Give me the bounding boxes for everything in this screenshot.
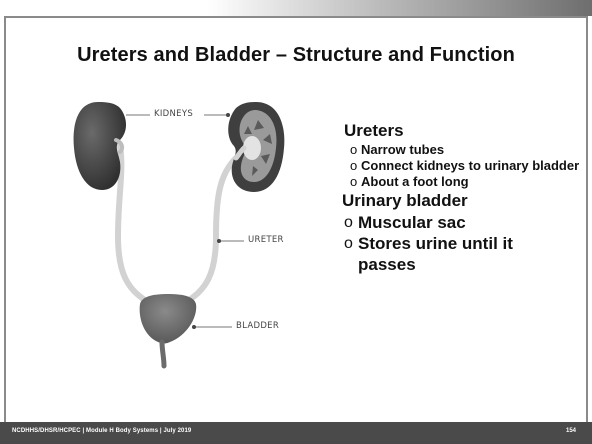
slide-title: Ureters and Bladder – Structure and Func… — [0, 44, 592, 67]
bladder-label: BLADDER — [236, 321, 279, 331]
bullet-marker: o — [350, 142, 357, 158]
top-divider — [4, 16, 588, 18]
urinary-system-diagram: KIDNEYS URETER BLADDER — [58, 96, 308, 371]
kidneys-label: KIDNEYS — [154, 109, 193, 119]
bullet-marker: o — [344, 233, 353, 254]
bladder — [140, 294, 197, 344]
ureters-heading: Ureters — [344, 120, 584, 142]
right-ureter — [182, 158, 236, 304]
left-frame-border — [4, 17, 6, 422]
right-frame-border — [586, 17, 588, 422]
left-ureter — [118, 146, 152, 304]
bullet-marker: o — [350, 174, 357, 190]
urethra — [162, 342, 164, 366]
ureter-label: URETER — [248, 235, 284, 245]
top-gradient-bar — [0, 0, 592, 16]
urinary-bladder-heading: Urinary bladder — [342, 190, 584, 212]
bullet-marker: o — [350, 158, 357, 174]
page-number: 154 — [566, 428, 576, 434]
footer-text: NCDHHS/DHSR/HCPEC | Module H Body System… — [12, 428, 191, 434]
bullet-marker: o — [344, 212, 353, 233]
